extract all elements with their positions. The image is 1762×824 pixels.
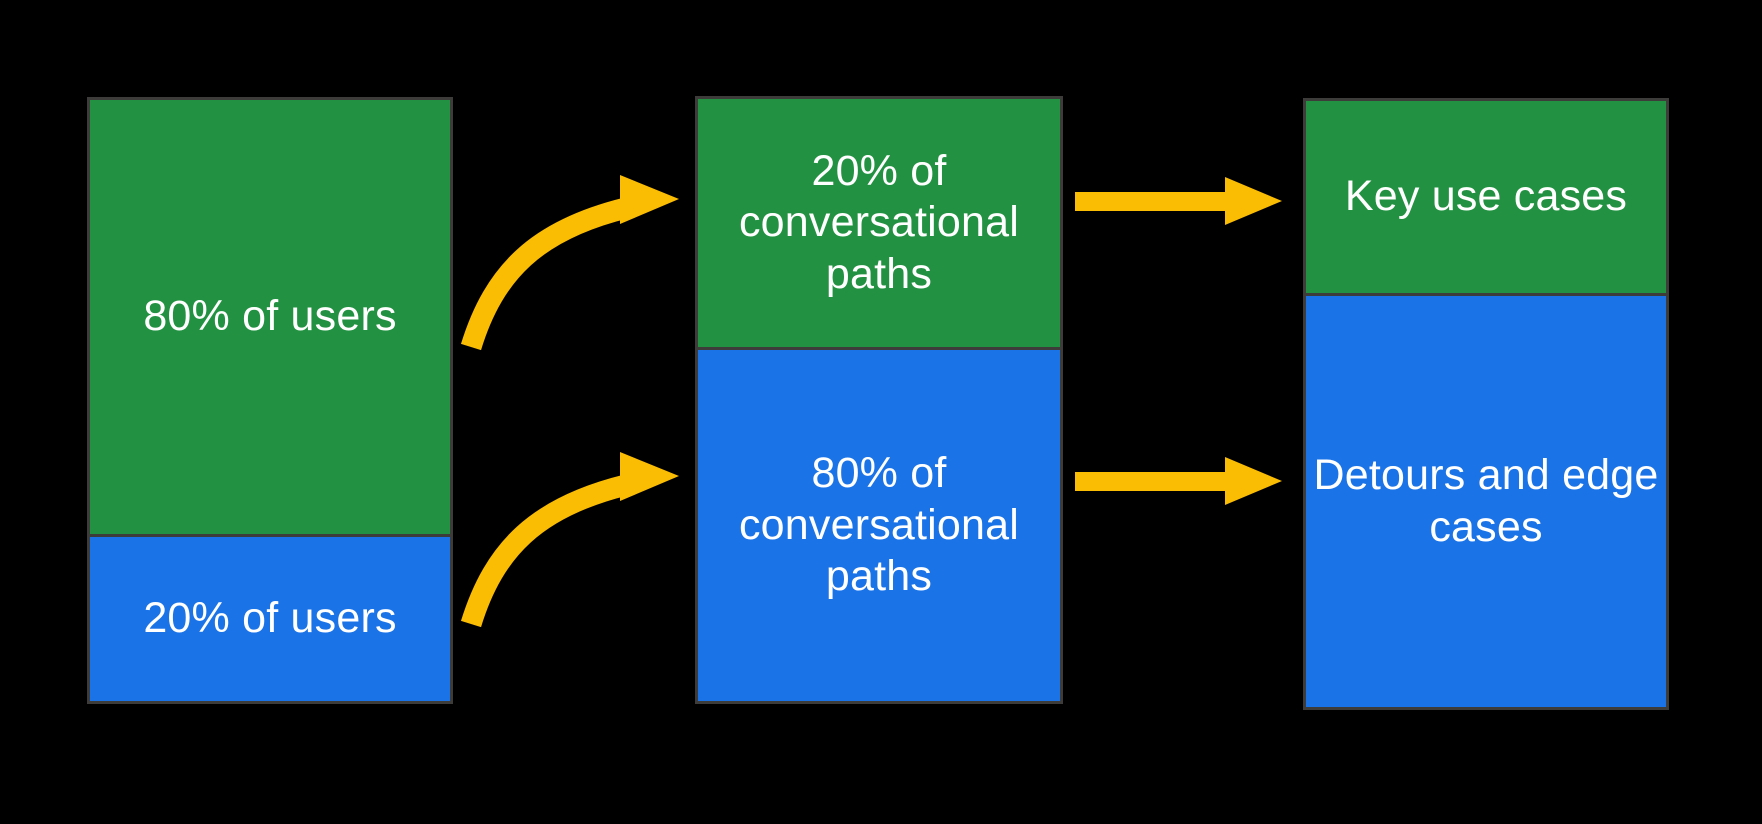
curved-arrow-top-icon xyxy=(460,175,679,351)
segment-detours-edge-cases: Detours and edge cases xyxy=(1306,293,1666,707)
bar-outcomes: Key use cases Detours and edge cases xyxy=(1303,98,1669,710)
segment-paths-majority-label: 80% of conversational paths xyxy=(738,449,1020,601)
segment-users-majority: 80% of users xyxy=(90,100,450,535)
straight-arrow-top-icon xyxy=(1075,177,1282,225)
bar-conversational-paths: 20% of conversational paths 80% of conve… xyxy=(695,96,1063,704)
segment-users-majority-label: 80% of users xyxy=(143,292,397,341)
segment-detours-edge-cases-label: Detours and edge cases xyxy=(1313,451,1659,551)
curved-arrow-bottom-icon xyxy=(460,452,679,628)
straight-arrow-bottom-icon xyxy=(1075,457,1282,505)
bar-users: 80% of users 20% of users xyxy=(87,97,453,704)
segment-users-minority: 20% of users xyxy=(90,534,450,701)
segment-paths-majority: 80% of conversational paths xyxy=(698,346,1060,701)
segment-key-use-cases-label: Key use cases xyxy=(1344,172,1628,221)
segment-paths-minority-label: 20% of conversational paths xyxy=(738,146,1020,298)
segment-users-minority-label: 20% of users xyxy=(143,594,397,643)
segment-key-use-cases: Key use cases xyxy=(1306,101,1666,294)
segment-paths-minority: 20% of conversational paths xyxy=(698,99,1060,347)
